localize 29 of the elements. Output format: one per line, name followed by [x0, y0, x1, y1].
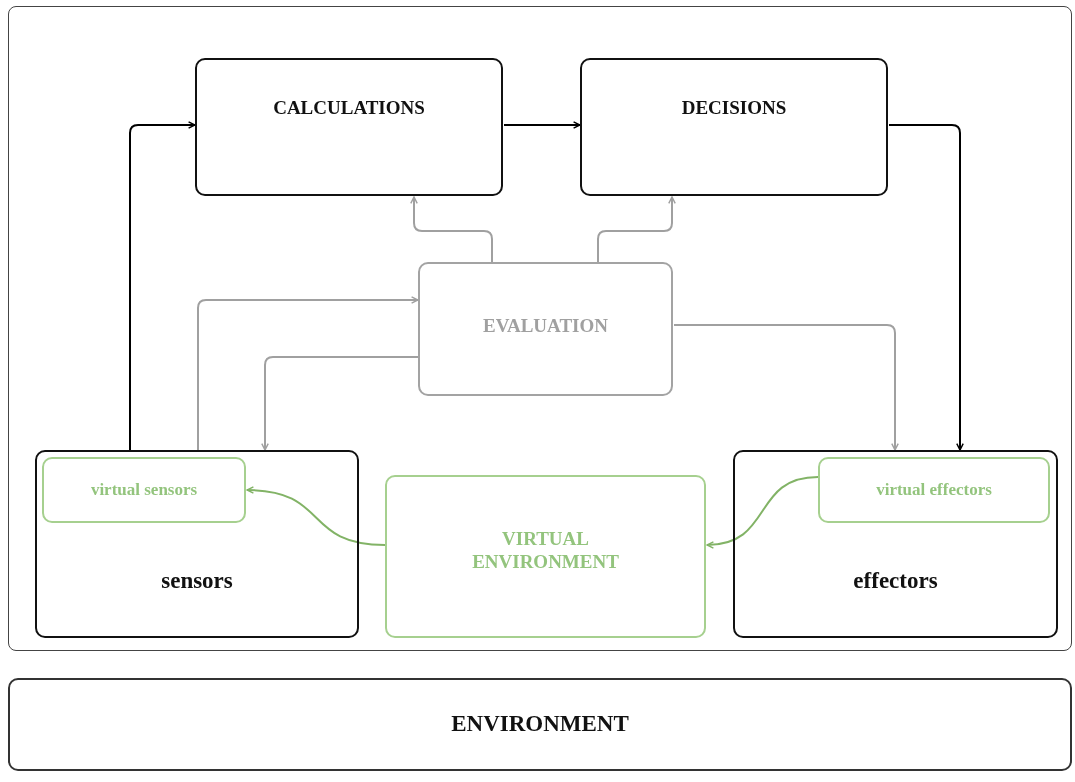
sensor-box: [35, 450, 359, 638]
arrow: [261, 356, 419, 451]
arrow: [410, 196, 493, 263]
node-label: EVALUATION: [483, 313, 608, 338]
process-box: [385, 475, 706, 638]
node-label: VIRTUAL ENVIRONMENT: [471, 526, 620, 573]
arrow: [597, 196, 676, 263]
node-label: sensors: [161, 567, 233, 595]
arrow: [673, 324, 899, 451]
arrow: [246, 486, 386, 546]
node-label: effectors: [853, 567, 938, 595]
node-label: DECISIONS: [681, 96, 787, 120]
arrow: [129, 121, 196, 451]
effector-box: [733, 450, 1058, 638]
process-box: [418, 262, 673, 396]
environment-box: [8, 678, 1072, 771]
arrow: [503, 121, 581, 129]
node-label: CALCULATIONS: [273, 96, 425, 120]
process-box: [195, 58, 503, 196]
system-frame: [8, 6, 1072, 651]
arrow: [706, 476, 819, 549]
node-label: virtual sensors: [90, 479, 198, 502]
node-label: ENVIRONMENT: [451, 710, 629, 739]
arrow: [197, 296, 419, 451]
virtual-sensor-box: [42, 457, 246, 523]
arrow: [888, 124, 964, 451]
node-label: virtual effectors: [876, 479, 992, 502]
process-box: [580, 58, 888, 196]
virtual-effector-box: [818, 457, 1050, 523]
